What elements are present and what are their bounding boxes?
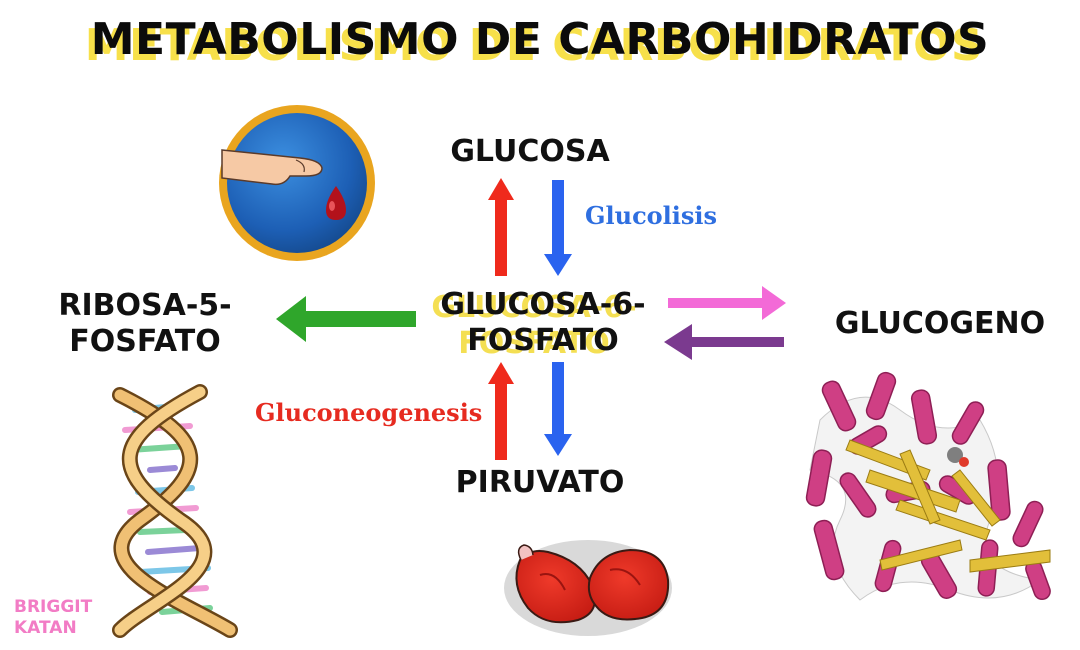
finger-blood-drop-icon: [219, 105, 375, 261]
gluconeogenesis-label: Gluconeogenesis: [255, 398, 483, 427]
arrow-glucosa-to-glucose6: [544, 180, 572, 276]
red-blood-cells-icon: [504, 540, 672, 636]
node-ribosa-5-fosfato: RIBOSA-5- FOSFATO: [58, 288, 232, 359]
node-glucosa6-highlight: GLUCOSA-6- FOSFATO: [431, 290, 637, 361]
page-title: METABOLISMO DE CARBOHIDRATOS: [90, 14, 990, 65]
arrow-glucogeno-to-glucose6: [664, 324, 784, 360]
title-block: METABOLISMO DE CARBOHIDRATOS METABOLISMO…: [0, 10, 1080, 80]
arrow-glucose6-to-piruvato: [544, 362, 572, 456]
glycogen-protein-structure-icon: [805, 371, 1051, 601]
brand-watermark: BRIGGIT KATAN: [14, 597, 93, 638]
node-glucosa-6-fosfato: GLUCOSA-6- FOSFATO: [440, 287, 646, 358]
node-glucogeno: GLUCOGENO: [834, 306, 1046, 341]
node-piruvato: PIRUVATO: [455, 465, 625, 500]
arrow-glucose6-to-glucosa: [488, 178, 514, 276]
arrow-glucose6-to-ribosa: [276, 296, 416, 342]
arrow-piruvato-to-glucose6: [488, 362, 514, 460]
dna-helix-icon: [112, 384, 238, 638]
arrow-glucose6-to-glucogeno: [668, 286, 786, 320]
title-highlight: METABOLISMO DE CARBOHIDRATOS: [84, 20, 984, 71]
node-glucosa: GLUCOSA: [450, 134, 610, 169]
glucolisis-label: Glucolisis: [585, 201, 718, 230]
